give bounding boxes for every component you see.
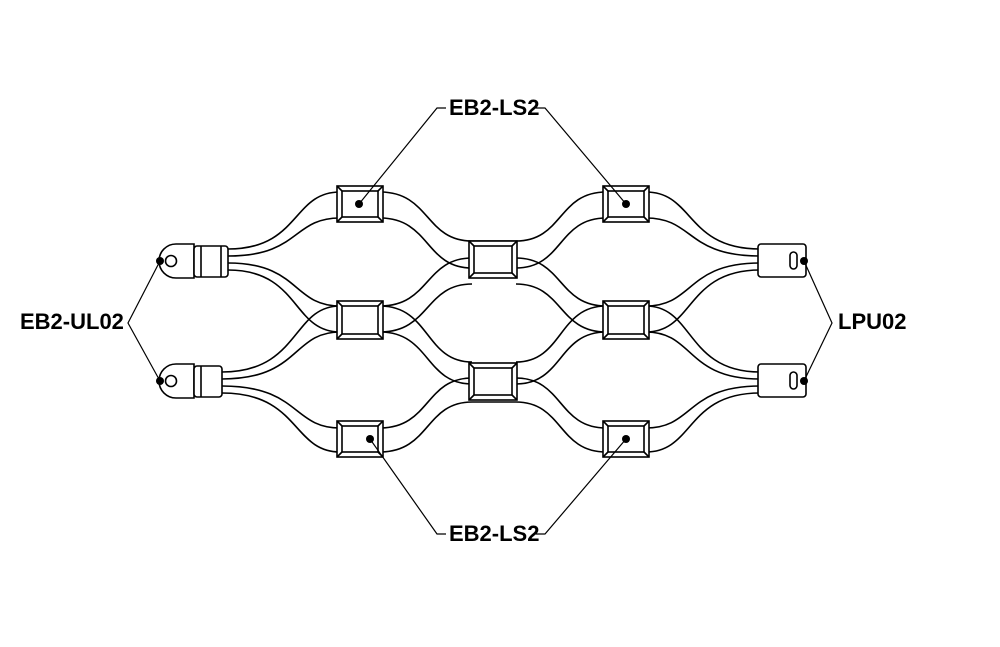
cable-strand (645, 305, 761, 373)
leader-left (127, 260, 161, 382)
cable-strand (221, 305, 341, 373)
leader-top (536, 107, 627, 205)
leader-dot (366, 435, 374, 443)
cable-strand (645, 262, 761, 307)
cable-strand (515, 331, 607, 385)
leader-dot (355, 200, 363, 208)
leader-bottom (536, 438, 627, 535)
ferrule-middle-left (336, 300, 384, 340)
leader-dot (156, 257, 164, 265)
label-left-end: EB2-UL02 (20, 309, 124, 334)
ferrule-bottom-left (336, 420, 384, 458)
leader-dot (622, 200, 630, 208)
cable-strand (515, 257, 607, 307)
leader-dot (800, 377, 808, 385)
cable-strand (515, 305, 607, 363)
cable-strand (379, 305, 473, 363)
label-top-ferrule: EB2-LS2 (449, 95, 540, 120)
ferrule-lower-center (468, 362, 518, 401)
right-terminal-lower (757, 363, 807, 398)
cable-strand (379, 331, 473, 385)
right-terminal-upper (757, 243, 807, 278)
leader-top (358, 107, 446, 205)
label-right-end: LPU02 (838, 309, 907, 334)
leader-dot (622, 435, 630, 443)
leader-dot (156, 377, 164, 385)
left-eye-terminal-upper (158, 243, 229, 279)
ferrule-middle-right (602, 300, 650, 340)
leader-dot (800, 257, 808, 265)
cable-strand (515, 283, 607, 333)
ferrule-upper-center (468, 240, 518, 279)
leader-right (803, 260, 833, 382)
leader-bottom (369, 438, 446, 535)
cable-strand (645, 269, 761, 333)
leader-lines (127, 107, 833, 535)
left-eye-terminal-lower (158, 363, 223, 399)
label-bottom-ferrule: EB2-LS2 (449, 521, 540, 546)
cable-strand (221, 331, 341, 380)
leader-dots (156, 200, 808, 443)
cable-strand (221, 392, 761, 453)
cable-strand (645, 331, 761, 380)
